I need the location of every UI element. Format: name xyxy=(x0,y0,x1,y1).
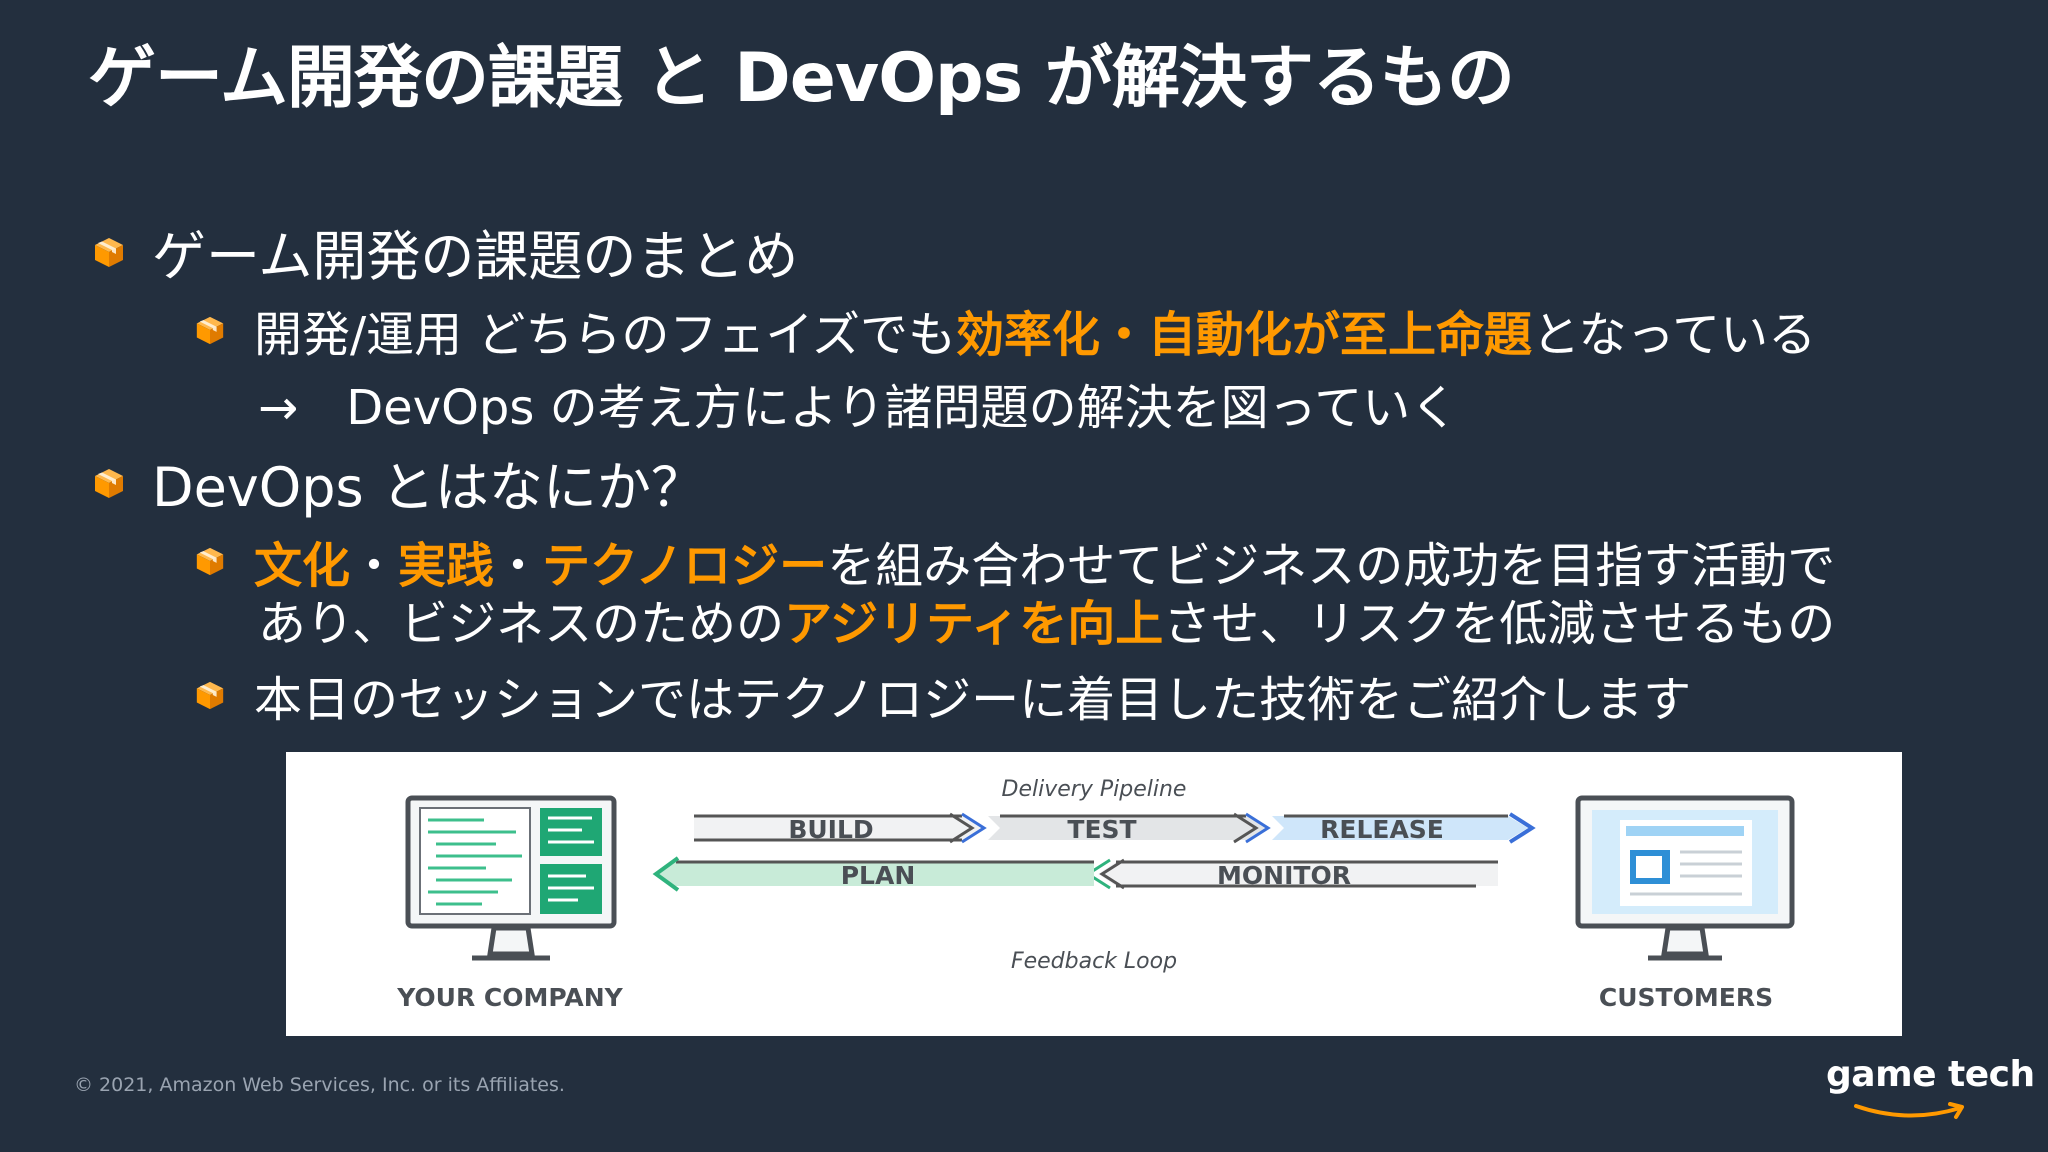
bullet-level2-culture-practice-tech: 文化・実践・テクノロジーを組み合わせてビジネスの成功を目指す活動で xyxy=(194,526,1835,596)
bullet-level1-challenges: ゲーム開発の課題のまとめ xyxy=(92,212,798,291)
stage-test: TEST xyxy=(1067,815,1136,844)
box-icon xyxy=(196,547,224,576)
box-icon xyxy=(196,316,224,345)
bullet-continuation-agility: あり、ビジネスのためのアジリティを向上させ、リスクを低減させるもの xyxy=(258,584,1835,654)
highlight-technology: テクノロジー xyxy=(542,538,828,594)
continuation-pre: あり、ビジネスのための xyxy=(258,596,785,652)
delivery-pipeline-arrows xyxy=(694,812,1536,844)
bullet-text: DevOps とはなにか？ xyxy=(152,456,705,519)
customers-label: CUSTOMERS xyxy=(1599,983,1773,1012)
customers-monitor-icon xyxy=(1575,795,1795,961)
company-monitor-icon xyxy=(405,795,617,961)
stage-monitor: MONITOR xyxy=(1217,861,1351,890)
stage-build: BUILD xyxy=(788,815,873,844)
slide-title: ゲーム開発の課題 と DevOps が解決するもの xyxy=(88,39,1515,118)
bullet-level1-what-is-devops: DevOps とはなにか？ xyxy=(92,443,705,522)
delivery-pipeline-label: Delivery Pipeline xyxy=(1002,777,1187,802)
separator: ・ xyxy=(350,538,399,594)
bullet-text-rest: を組み合わせてビジネスの成功を目指す活動で xyxy=(827,538,1836,594)
bullet-text: ゲーム開発の課題のまとめ xyxy=(152,225,799,288)
stage-plan: PLAN xyxy=(841,861,916,890)
box-icon xyxy=(95,237,123,267)
feedback-loop-label: Feedback Loop xyxy=(1011,949,1177,974)
bullet-level2-session-focus: 本日のセッションではテクノロジーに着目した技術をご紹介します xyxy=(194,660,1691,730)
bullet-highlight: 効率化・自動化が至上命題 xyxy=(956,307,1533,363)
separator: ・ xyxy=(494,538,543,594)
highlight-agility: アジリティを向上 xyxy=(784,596,1164,652)
game-tech-logo: game tech xyxy=(1826,1054,2035,1124)
bullet-level2-efficiency: 開発/運用 どちらのフェイズでも 効率化・自動化が至上命題 となっている xyxy=(194,295,1816,365)
copyright-footer: © 2021, Amazon Web Services, Inc. or its… xyxy=(74,1074,565,1096)
bullet-text: 本日のセッションではテクノロジーに着目した技術をご紹介します xyxy=(254,672,1692,728)
stage-release: RELEASE xyxy=(1320,815,1444,844)
bullet-text-pre: 開発/運用 どちらのフェイズでも xyxy=(254,307,956,363)
bullet-continuation-devops-approach: → DevOps の考え方により諸問題の解決を図っていく xyxy=(258,380,1459,436)
highlight-culture: 文化 xyxy=(254,538,351,594)
amazon-smile-icon xyxy=(1854,1102,1964,1119)
highlight-practice: 実践 xyxy=(398,538,495,594)
continuation-post: させ、リスクを低減させるもの xyxy=(1163,596,1836,652)
feedback-loop-arrows xyxy=(652,856,1498,892)
logo-text: game tech xyxy=(1826,1054,2035,1095)
devops-pipeline-diagram: Delivery Pipeline Feedback Loop BUILD TE… xyxy=(286,752,1902,1036)
box-icon xyxy=(95,468,123,498)
box-icon xyxy=(196,681,224,710)
your-company-label: YOUR COMPANY xyxy=(396,983,623,1012)
bullet-text-post: となっている xyxy=(1532,307,1817,363)
